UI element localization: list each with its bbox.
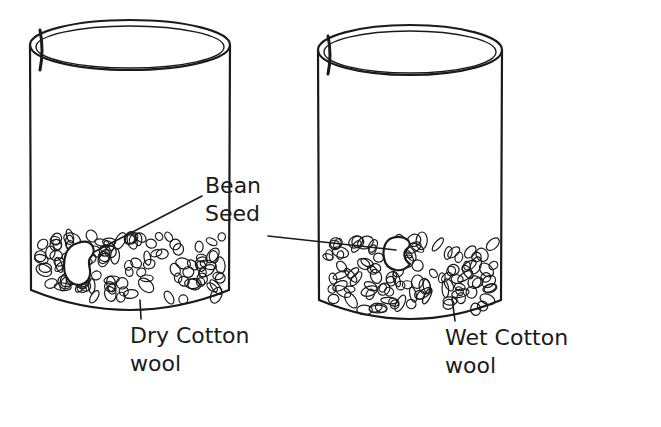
cotton-fibre bbox=[123, 259, 134, 271]
part-label: Dry Cotton wool bbox=[130, 322, 290, 378]
cotton-fibre bbox=[402, 280, 412, 289]
cotton-fibre bbox=[375, 281, 392, 298]
cotton-fibre bbox=[103, 281, 116, 293]
cotton-fibre bbox=[143, 250, 152, 265]
cotton-fibre bbox=[430, 236, 445, 252]
cotton-fibre bbox=[51, 238, 63, 251]
cotton-fibre bbox=[145, 238, 158, 249]
cotton-fibre bbox=[163, 231, 174, 243]
cotton-fibre bbox=[482, 282, 497, 293]
cotton-fibre bbox=[421, 287, 434, 305]
cotton-fibre bbox=[474, 246, 491, 264]
cotton-fibre bbox=[154, 231, 165, 242]
cotton-fibre bbox=[346, 234, 364, 251]
cotton-fibre bbox=[328, 294, 339, 303]
cotton-fibre bbox=[205, 236, 218, 247]
cotton-fibre bbox=[360, 256, 375, 268]
cotton-fibre bbox=[447, 263, 461, 276]
cotton-fibre bbox=[172, 243, 184, 256]
cotton-fibre bbox=[174, 256, 191, 270]
cotton-fibre bbox=[411, 274, 425, 289]
cotton-fibre bbox=[410, 258, 426, 274]
cotton-fibre bbox=[150, 248, 163, 258]
cotton-fibre bbox=[208, 278, 224, 296]
cotton-fibre bbox=[204, 246, 222, 265]
cotton-fibre bbox=[336, 250, 345, 260]
glass-jar bbox=[30, 20, 230, 310]
cotton-fibre bbox=[443, 246, 453, 260]
cotton-fibre bbox=[476, 299, 490, 312]
cotton-fibre bbox=[357, 305, 373, 315]
cotton-fibre bbox=[122, 229, 138, 246]
cotton-fibre bbox=[118, 286, 129, 297]
cotton-fibre bbox=[456, 268, 474, 283]
part-label: Bean Seed bbox=[205, 172, 297, 228]
cotton-fibre bbox=[88, 289, 101, 304]
part-label: Wet Cotton wool bbox=[445, 324, 625, 380]
cotton-fibre bbox=[90, 269, 102, 281]
cotton-fibre bbox=[136, 275, 157, 295]
cotton-fibre bbox=[438, 272, 446, 283]
cotton-fibre bbox=[331, 278, 349, 293]
cotton-fibre bbox=[365, 288, 376, 301]
glass-jar bbox=[318, 25, 502, 319]
cotton-fibre bbox=[363, 280, 379, 293]
cotton-fibre bbox=[451, 274, 463, 283]
leader-line bbox=[94, 196, 202, 252]
cotton-fibre bbox=[385, 275, 397, 288]
cotton-fibre bbox=[428, 268, 439, 279]
cotton-fibre bbox=[199, 268, 206, 277]
cotton-fibre bbox=[367, 244, 377, 256]
leader-line bbox=[268, 236, 396, 250]
cotton-fibre bbox=[196, 273, 208, 286]
cotton-fibre bbox=[89, 279, 96, 294]
cotton-fibre bbox=[329, 239, 341, 250]
cotton-fibre bbox=[94, 238, 110, 248]
leader-line bbox=[452, 298, 455, 321]
cotton-fibre bbox=[44, 277, 59, 290]
cotton-fibre bbox=[484, 236, 502, 253]
cotton-fibre bbox=[162, 289, 176, 305]
leader-line bbox=[140, 300, 141, 319]
cotton-fibre bbox=[346, 266, 360, 280]
cotton-fibre bbox=[181, 264, 196, 279]
dry-cotton-wool bbox=[33, 228, 227, 306]
cotton-fibre bbox=[214, 271, 227, 285]
cotton-fibre bbox=[49, 250, 62, 261]
cotton-fibre bbox=[35, 250, 47, 262]
bean-seed bbox=[64, 242, 94, 285]
cotton-fibre bbox=[39, 263, 52, 273]
cotton-fibre bbox=[217, 232, 226, 242]
bean-seed bbox=[383, 237, 410, 270]
cotton-fibre bbox=[168, 262, 182, 278]
cotton-fibre bbox=[370, 263, 381, 273]
cotton-fibre bbox=[35, 237, 49, 251]
cotton-fibre bbox=[442, 281, 450, 298]
cotton-fibre bbox=[195, 241, 203, 252]
cotton-fibre bbox=[184, 278, 200, 289]
cotton-fibre bbox=[34, 262, 54, 279]
cotton-fibre bbox=[366, 238, 379, 254]
cotton-fibre bbox=[125, 267, 134, 277]
cotton-fibre bbox=[327, 283, 338, 294]
cotton-fibre bbox=[332, 269, 350, 281]
cotton-fibre bbox=[208, 286, 225, 305]
cotton-fibre bbox=[418, 278, 431, 295]
cotton-fibre bbox=[451, 287, 470, 299]
cotton-fibre bbox=[487, 260, 499, 271]
cotton-fibre bbox=[466, 274, 484, 291]
cotton-fibre bbox=[178, 294, 188, 305]
cotton-fibre bbox=[212, 271, 224, 280]
cotton-fibre bbox=[388, 297, 400, 307]
cotton-fibre bbox=[196, 254, 208, 263]
cotton-fibre bbox=[53, 257, 64, 274]
cotton-fibre bbox=[123, 289, 139, 299]
cotton-fibre bbox=[463, 261, 471, 270]
